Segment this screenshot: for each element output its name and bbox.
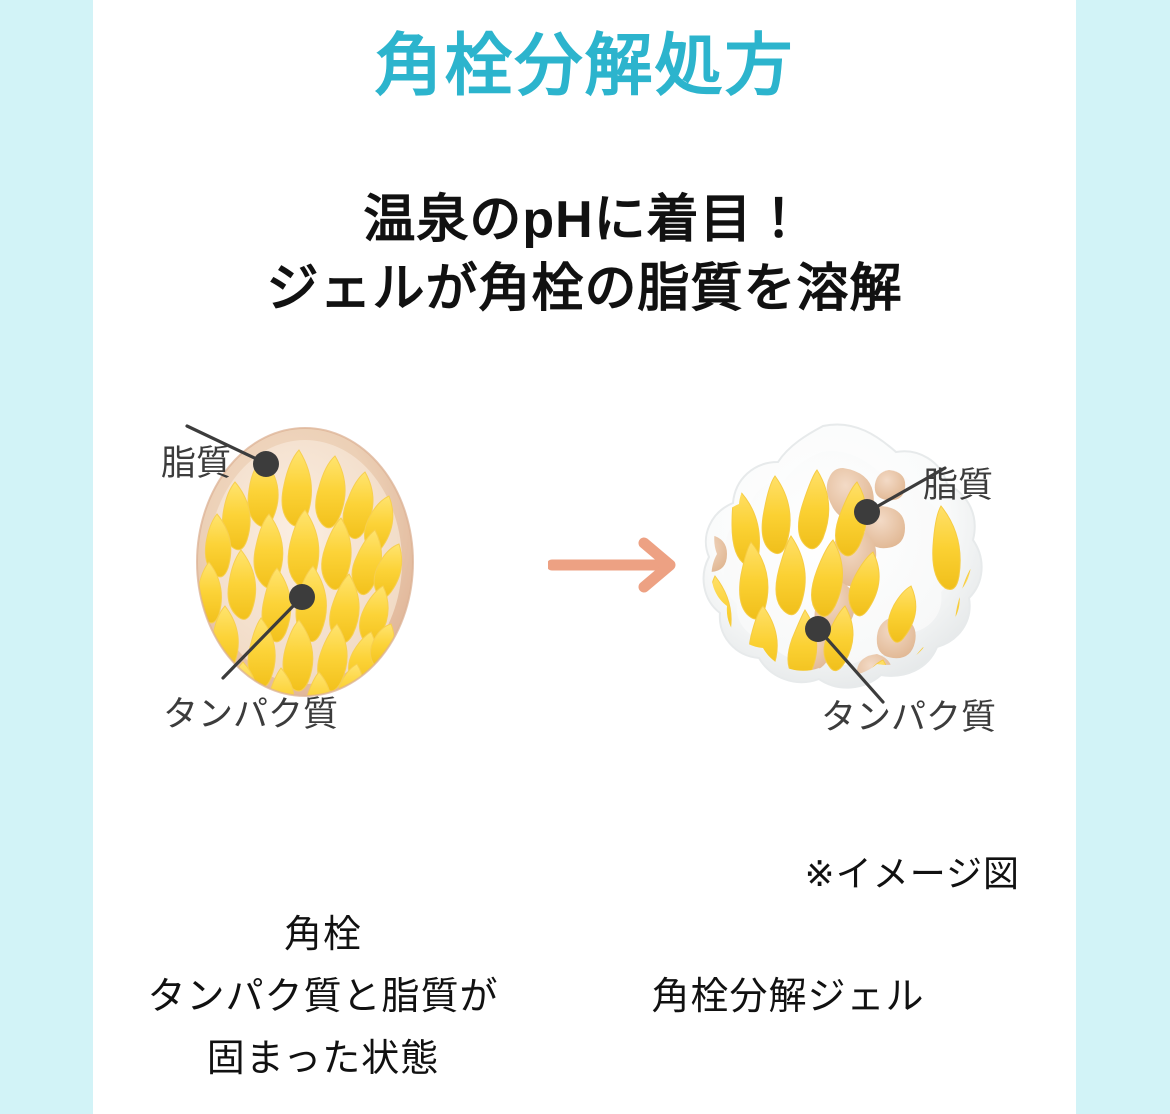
label-protein-right: タンパク質	[821, 698, 997, 737]
caption-left-line-2: タンパク質と脂質が	[147, 975, 499, 1018]
subheading-line-2: ジェルが角栓の脂質を溶解	[266, 259, 903, 318]
label-lipid-left: 脂質	[161, 444, 232, 483]
dissolving-gel-illustration	[702, 423, 983, 704]
dissolving-gel-figure: 脂質 タンパク質	[593, 410, 1063, 770]
caption-row: 角栓 タンパク質と脂質が 固まった状態 角栓分解ジェル	[93, 905, 1076, 1105]
subheading-line-1: 温泉のpHに着目！	[363, 191, 806, 249]
caption-left: 角栓 タンパク質と脂質が 固まった状態	[113, 905, 533, 1091]
diagram-area: 脂質 タンパク質	[93, 410, 1076, 790]
keratin-plug-figure: 脂質 タンパク質	[113, 410, 513, 770]
protein-leader-line	[221, 598, 301, 680]
right-accent-band	[1076, 0, 1170, 1114]
keratin-plug-illustration	[185, 424, 414, 697]
caption-left-line-3: 固まった状態	[206, 1037, 440, 1080]
lipid-anchor-dot	[854, 499, 880, 525]
content-column: 角栓分解処方 温泉のpHに着目！ ジェルが角栓の脂質を溶解	[93, 0, 1076, 1114]
protein-anchor-dot	[805, 616, 831, 642]
caption-right: 角栓分解ジェル	[563, 967, 1013, 1029]
left-accent-band	[0, 0, 93, 1114]
lipid-leader-line	[869, 466, 947, 512]
caption-right-line-1: 角栓分解ジェル	[651, 976, 925, 1018]
label-protein-left: タンパク質	[163, 695, 339, 734]
protein-leader-line	[819, 630, 885, 704]
lipid-leader-line	[185, 424, 265, 464]
image-disclaimer-note: ※イメージ図	[804, 853, 1020, 894]
transform-arrow	[546, 535, 688, 595]
protein-anchor-dot	[289, 584, 315, 610]
label-lipid-right: 脂質	[923, 466, 994, 505]
arrow-right-icon	[546, 537, 676, 593]
lipid-anchor-dot	[253, 451, 279, 477]
page-title: 角栓分解処方	[374, 28, 795, 104]
caption-left-line-1: 角栓	[283, 914, 362, 956]
subheading: 温泉のpHに着目！ ジェルが角栓の脂質を溶解	[93, 186, 1076, 323]
